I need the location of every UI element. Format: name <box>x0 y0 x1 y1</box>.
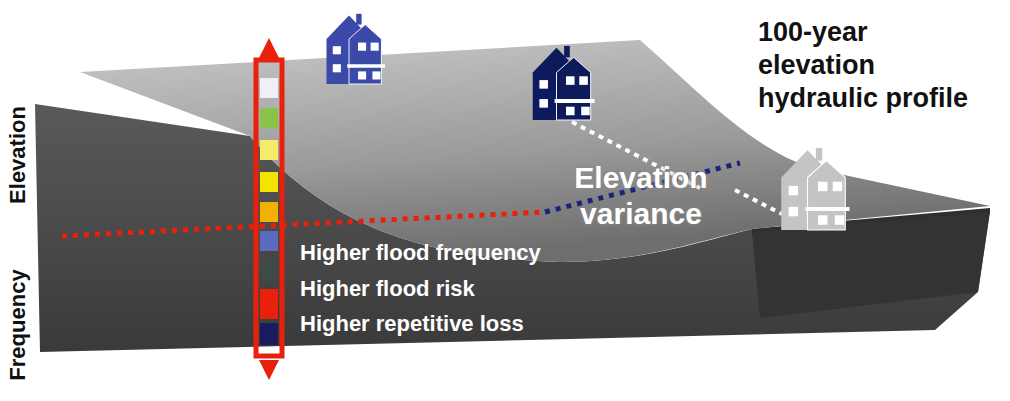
house-icon <box>781 148 849 230</box>
scale-bar <box>256 60 282 356</box>
red-profile-line <box>62 212 545 236</box>
scale-swatches <box>260 78 278 345</box>
risk-label: Higher flood frequency <box>300 240 541 265</box>
axis-label: Elevation <box>5 106 30 204</box>
house-icon <box>533 46 595 120</box>
risk-label: Higher repetitive loss <box>300 311 524 336</box>
scale-arrow <box>267 360 271 370</box>
profile-label: 100-year elevation hydraulic profile <box>758 16 980 115</box>
risk-label: Higher flood risk <box>300 276 475 301</box>
axis-label: Frequency <box>5 269 30 380</box>
scale-arrow <box>267 48 271 54</box>
variance-label: Elevation variance <box>546 160 736 232</box>
variance-leader <box>735 190 782 214</box>
house-icon <box>327 14 386 84</box>
